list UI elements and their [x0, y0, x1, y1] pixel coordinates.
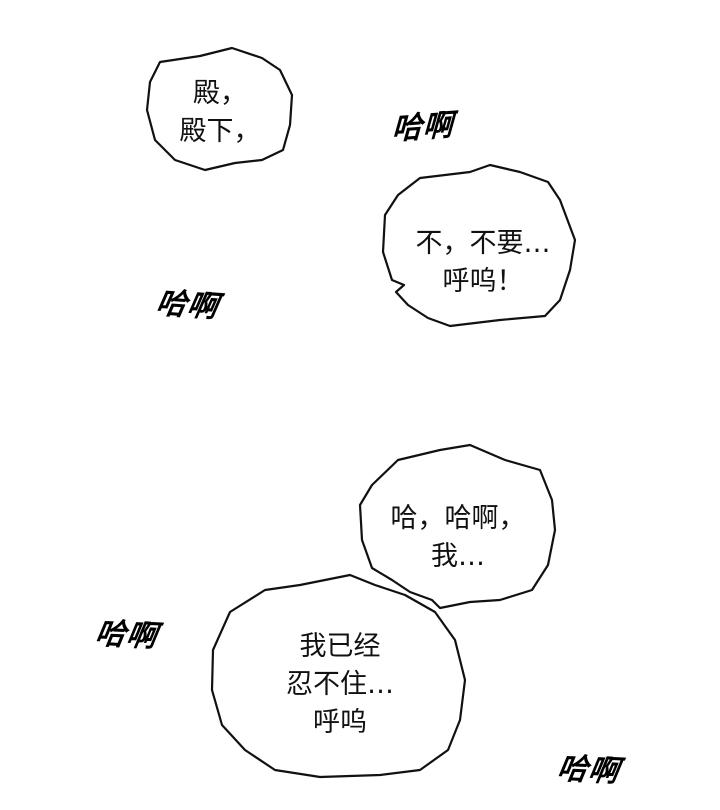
bubble-line: 呼呜 [313, 707, 367, 738]
sound-effect: 哈啊 [391, 107, 455, 148]
bubble-3-text: 哈，哈啊， 我… [368, 500, 548, 576]
bubble-1-text: 殿， 殿下， [165, 75, 275, 151]
bubble-line: 殿， [193, 78, 247, 109]
speech-bubble-1 [145, 46, 294, 172]
bubble-line: 呼呜！ [442, 266, 524, 297]
speech-bubble-2 [381, 163, 577, 328]
bubble-line: 殿下， [179, 116, 261, 147]
sound-effect: 哈啊 [554, 751, 623, 790]
bubble-line: 不，不要… [415, 228, 551, 259]
sound-effect: 哈啊 [92, 616, 161, 655]
speech-bubble-4 [210, 573, 467, 779]
bubble-line: 我… [431, 541, 485, 572]
speech-bubble-3 [358, 443, 557, 610]
bubble-line: 忍不住… [286, 669, 394, 700]
bubble-line: 我已经 [299, 631, 381, 662]
bubble-4-text: 我已经 忍不住… 呼呜 [250, 628, 430, 742]
bubble-2-text: 不，不要… 呼呜！ [388, 225, 578, 301]
bubble-line: 哈，哈啊， [390, 503, 526, 534]
sound-effect: 哈啊 [153, 285, 222, 325]
